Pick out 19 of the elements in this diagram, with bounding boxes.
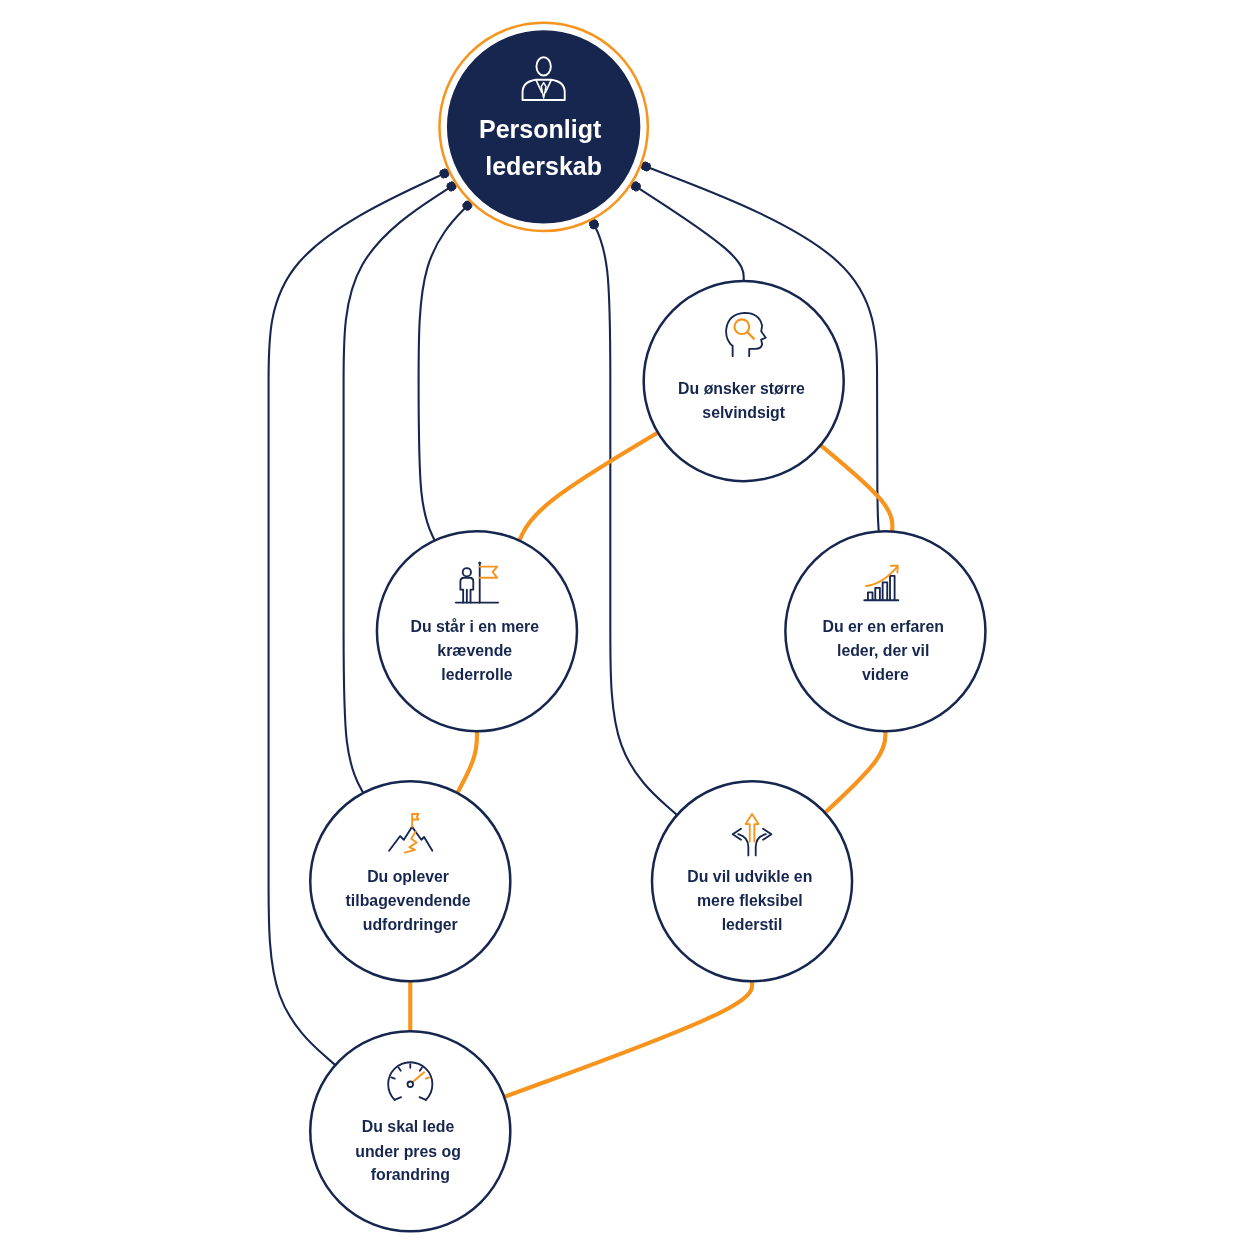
connector xyxy=(630,181,745,282)
connector xyxy=(408,981,413,1032)
connector xyxy=(819,443,895,532)
node-circle: Du oplever tilbagevendende udfordringer xyxy=(309,779,512,983)
connector xyxy=(267,168,450,1066)
connector xyxy=(588,218,678,816)
connector xyxy=(640,161,880,532)
connector xyxy=(417,200,473,541)
connector xyxy=(517,430,659,542)
connector xyxy=(342,181,457,794)
node-circle: Du vil udvikle en mere fleksibel lederstil xyxy=(650,779,854,983)
node-circle: Du ønsker større selvindsigt xyxy=(642,279,845,483)
connector xyxy=(455,731,480,794)
node-circle: Du er en erfaren leder, der vil videre xyxy=(784,529,987,733)
node-circle: Du står i en mere krævende lederrolle xyxy=(375,529,579,733)
node-circle: Du skal lede under pres og forandring xyxy=(309,1030,512,1233)
connector xyxy=(823,731,888,815)
node-circle: Personligt lederskab xyxy=(438,21,650,233)
connector xyxy=(503,981,755,1099)
